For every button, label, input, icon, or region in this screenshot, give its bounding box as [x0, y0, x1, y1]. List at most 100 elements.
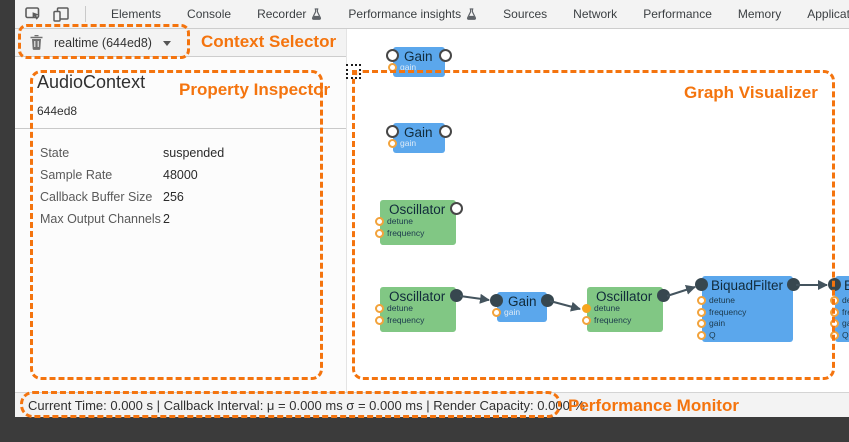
tab-elements[interactable]: Elements [98, 0, 174, 28]
param-label: frequency [842, 306, 849, 317]
param-label: detune [594, 303, 620, 313]
tab-network[interactable]: Network [560, 0, 630, 28]
node-title: Oscillator [389, 289, 446, 304]
tab-label: Elements [111, 7, 162, 21]
tab-label: Memory [737, 7, 782, 21]
param-label: gain [504, 307, 521, 317]
tab-memory[interactable]: Memory [725, 0, 794, 28]
param-port-icon-frequency[interactable] [375, 316, 384, 325]
output-port-icon[interactable] [541, 294, 554, 307]
annotation-corner-handle [346, 64, 361, 79]
param-port-icon-detune[interactable] [375, 217, 384, 226]
tab-label: Network [573, 7, 618, 21]
param-port-icon-frequency[interactable] [582, 316, 591, 325]
context-id: 644ed8 [37, 104, 78, 118]
device-toolbar-icon[interactable] [53, 6, 69, 22]
output-port-icon[interactable] [450, 289, 463, 302]
property-value: 256 [163, 190, 184, 204]
param-label: gain [400, 138, 417, 148]
panel-tabs: Elements Console Recorder Performance insig… [98, 0, 849, 28]
tab-recorder[interactable]: Recorder [244, 0, 335, 28]
toolbar-separator [85, 6, 86, 22]
output-port-icon[interactable] [657, 289, 670, 302]
param-port-icon-frequency[interactable] [830, 307, 839, 317]
output-port-icon[interactable] [787, 278, 800, 291]
input-port-icon[interactable] [386, 49, 399, 62]
tab-label: Sources [503, 7, 548, 21]
param-port-icon-Q[interactable] [830, 330, 839, 340]
param-port-icon-gain[interactable] [492, 308, 501, 317]
tab-sources[interactable]: Sources [490, 0, 560, 28]
param-label: detune [842, 295, 849, 305]
context-selector-toolbar: realtime (644ed8) [15, 29, 346, 57]
output-port-icon[interactable] [439, 49, 452, 62]
param-port-icon-detune[interactable] [697, 296, 706, 305]
divider [15, 128, 346, 129]
tab-application[interactable]: Application [794, 0, 849, 28]
node-title: BiquadFilter [711, 278, 784, 293]
param-label: Q [842, 329, 849, 340]
param-label: detune [709, 295, 735, 305]
param-label: detune [387, 303, 413, 313]
node-title: BiquadFilter [844, 278, 849, 293]
experiment-flask-icon [467, 8, 477, 20]
tab-performance-insights[interactable]: Performance insights [335, 0, 490, 28]
chevron-down-icon[interactable] [162, 40, 171, 46]
param-port-icon-detune[interactable] [830, 296, 839, 305]
param-port-icon-gain[interactable] [830, 319, 839, 328]
node-title: Oscillator [596, 289, 653, 304]
tab-label: Performance insights [348, 7, 462, 21]
handle-dot [352, 70, 357, 75]
experiment-flask-icon [312, 8, 322, 20]
node-title: Gain [404, 49, 433, 64]
property-value: suspended [163, 146, 225, 160]
output-port-icon[interactable] [450, 202, 463, 215]
node-title: Gain [508, 294, 537, 309]
param-port-icon-gain[interactable] [697, 319, 706, 328]
tab-performance[interactable]: Performance [630, 0, 725, 28]
param-port-icon-frequency[interactable] [697, 307, 706, 317]
tab-label: Application [807, 7, 849, 21]
toolbar-icons [15, 6, 98, 22]
node-title: Oscillator [389, 202, 446, 217]
param-label: Q [709, 329, 716, 340]
param-port-icon-Q[interactable] [697, 330, 706, 340]
param-port-icon-gain[interactable] [388, 139, 397, 148]
output-port-icon[interactable] [439, 125, 452, 138]
param-label: frequency [594, 315, 632, 325]
trash-icon[interactable] [30, 35, 43, 50]
input-port-icon[interactable] [695, 278, 708, 291]
tab-label: Performance [643, 7, 712, 21]
param-label: gain [709, 318, 726, 328]
param-port-icon-frequency[interactable] [375, 229, 384, 238]
param-port-icon-detune[interactable] [582, 304, 591, 313]
property-value: 2 [163, 212, 170, 226]
input-port-icon[interactable] [490, 294, 503, 307]
input-port-icon[interactable] [386, 125, 399, 138]
param-port-icon-gain[interactable] [388, 63, 397, 72]
property-label: Sample Rate [40, 168, 113, 182]
audiocontext-title: AudioContext [37, 72, 146, 92]
param-label: frequency [709, 306, 747, 317]
param-port-icon-detune[interactable] [375, 304, 384, 313]
input-port-icon[interactable] [828, 278, 841, 291]
tab-label: Recorder [257, 7, 307, 21]
param-label: detune [387, 216, 413, 226]
inspect-element-icon[interactable] [25, 7, 41, 21]
context-selector-value[interactable]: realtime (644ed8) [54, 35, 152, 50]
tab-console[interactable]: Console [174, 0, 244, 28]
